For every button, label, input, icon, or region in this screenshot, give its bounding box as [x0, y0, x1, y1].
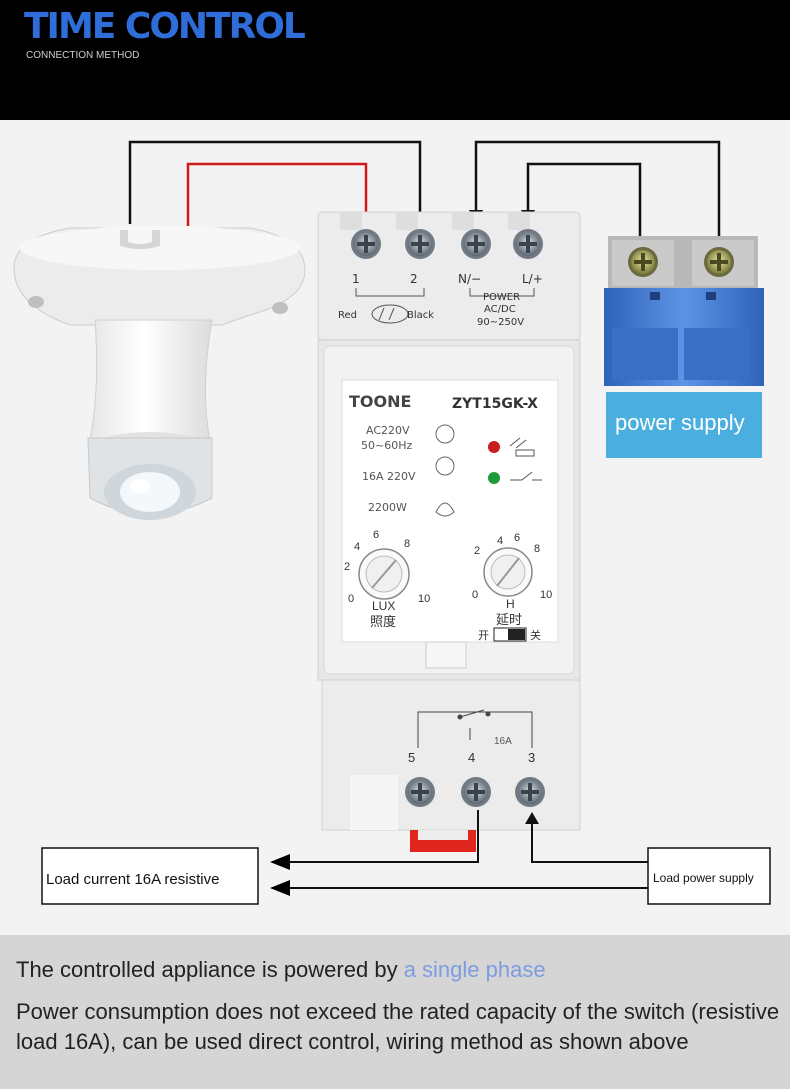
lux-tick-6: 6	[373, 529, 379, 541]
terminal-n-label: N/−	[458, 272, 481, 286]
power-title: POWER	[483, 292, 520, 303]
header-banner: TIME CONTROL CONNECTION METHOD	[0, 0, 790, 120]
lux-tick-0: 0	[348, 593, 354, 605]
terminal-5-label: 5	[408, 750, 415, 765]
wire-black-lamp-to-t2	[128, 140, 422, 224]
description-paragraph: Power consumption does not exceed the ra…	[16, 999, 780, 1054]
wire-supply-to-t3	[531, 822, 648, 863]
lux-knob-label: LUX	[372, 599, 395, 613]
power-bracket	[469, 288, 535, 297]
load-box-label: Load current 16A resistive	[46, 871, 219, 888]
relay-rating-label: 16A	[494, 736, 512, 747]
lux-tick-4: 4	[354, 541, 360, 553]
circuit-breaker-icon	[604, 236, 764, 386]
terminal-1-label: 1	[352, 272, 360, 286]
delay-knob-label: H	[506, 597, 515, 611]
delay-tick-10: 10	[540, 589, 552, 601]
lux-knob[interactable]	[358, 548, 410, 600]
supply-box-label: Load power supply	[653, 871, 754, 885]
power-range: 90∼250V	[477, 317, 524, 328]
model-number: ZYT15GK-X	[452, 396, 538, 412]
description-footer: The controlled appliance is powered by a…	[0, 935, 790, 1089]
wire-red-lamp-to-t1	[186, 162, 368, 226]
power-supply-label-box	[606, 392, 762, 458]
terminal-2-label: 2	[410, 272, 418, 286]
power-type: AC/DC	[484, 304, 516, 315]
page-subtitle: CONNECTION METHOD	[26, 50, 140, 61]
arrow-t3-terminal	[525, 812, 539, 824]
terminal-1-screw-icon	[351, 229, 381, 259]
load-box	[41, 847, 259, 905]
spec-voltage: AC220V	[366, 424, 410, 437]
page-title: TIME CONTROL	[24, 6, 306, 47]
spec-power: 2200W	[368, 501, 407, 514]
switch-off-label: 关	[530, 628, 541, 642]
wire-supply-to-l	[526, 162, 642, 244]
terminal-5-screw-icon	[405, 777, 435, 807]
mode-icons	[435, 424, 455, 517]
terminal-l-screw-icon	[513, 229, 543, 259]
description-line1-accent: a single phase	[403, 957, 546, 982]
lux-tick-10: 10	[418, 593, 430, 605]
lux-tick-2: 2	[344, 561, 350, 573]
wire-red-label: Red	[338, 310, 357, 321]
lux-tick-8: 8	[404, 538, 410, 550]
description-line1: The controlled appliance is powered by a…	[16, 957, 546, 983]
lamp-holder-icon	[13, 226, 306, 520]
sensor-bracket	[355, 288, 425, 324]
wire-black-label: Black	[407, 310, 434, 321]
timer-switch-device	[317, 211, 581, 852]
delay-tick-8: 8	[534, 543, 540, 555]
spec-frequency: 50~60Hz	[361, 439, 412, 452]
terminal-4-label: 4	[468, 750, 475, 765]
wiring-diagram-svg: 1 2 N/− L/+ Red Black POWER AC/DC 90∼250…	[13, 140, 771, 905]
spec-current: 16A 220V	[362, 470, 416, 483]
delay-knob[interactable]	[483, 547, 533, 597]
breaker-screw-left-icon	[628, 247, 658, 277]
brand-logo: TOONE	[349, 392, 411, 411]
delay-tick-6: 6	[514, 532, 520, 544]
led-red-indicator	[488, 441, 500, 453]
terminal-3-label: 3	[528, 750, 535, 765]
delay-tick-2: 2	[474, 545, 480, 557]
supply-box	[647, 847, 771, 905]
lux-knob-label-cn: 照度	[370, 614, 396, 630]
delay-tick-4: 4	[497, 535, 503, 547]
relay-contact-diagram	[417, 709, 533, 748]
delay-tick-0: 0	[472, 589, 478, 601]
wiring-diagram: 1 2 N/− L/+ Red Black POWER AC/DC 90∼250…	[0, 120, 790, 935]
terminal-3-screw-icon	[515, 777, 545, 807]
terminal-2-screw-icon	[405, 229, 435, 259]
description-line1-prefix: The controlled appliance is powered by	[16, 957, 404, 982]
power-supply-label: power supply	[615, 410, 745, 435]
delay-knob-label-cn: 延时	[496, 613, 522, 628]
switch-on-label: 开	[478, 629, 489, 642]
terminal-4-screw-icon	[461, 777, 491, 807]
wire-supply-to-n	[474, 140, 721, 244]
light-sensor-symbol-icon	[509, 437, 535, 457]
wire-t4-to-load	[270, 810, 479, 870]
terminal-l-label: L/+	[522, 272, 543, 286]
led-green-indicator	[488, 472, 500, 484]
relay-symbol-icon	[510, 471, 542, 481]
breaker-screw-right-icon	[704, 247, 734, 277]
toggle-slider	[508, 629, 525, 640]
terminal-n-screw-icon	[461, 229, 491, 259]
